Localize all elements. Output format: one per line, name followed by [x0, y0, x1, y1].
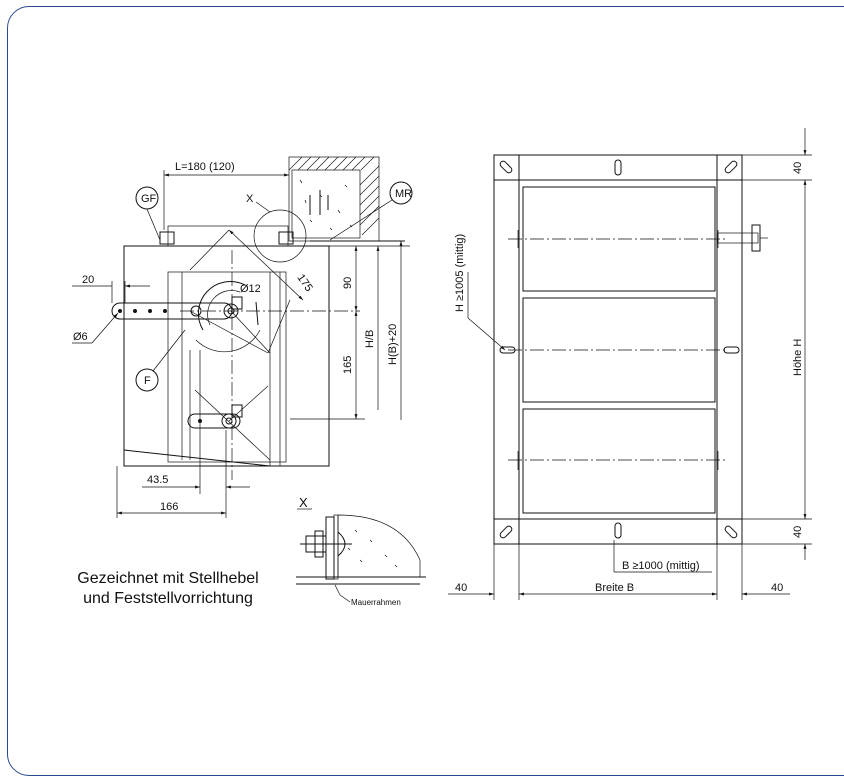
label-mr: MR [395, 188, 412, 200]
dim-90: 90 [342, 277, 354, 289]
detail-x [296, 508, 426, 603]
dim-b-mittig: B ≥1000 (mittig) [622, 560, 700, 572]
dim-165: 165 [342, 356, 354, 374]
wall-hatch [288, 156, 405, 242]
front-view [448, 128, 812, 600]
dim-hb20: H(B)+20 [387, 324, 399, 365]
caption-line-2: und Feststellvorrichtung [83, 590, 253, 607]
drawing-caption: Gezeichnet mit Stellhebel und Feststellv… [48, 569, 288, 609]
dim-40-right: 40 [771, 582, 783, 594]
dim-breite: Breite B [595, 582, 634, 594]
label-x: X [246, 193, 254, 205]
label-f: F [144, 375, 151, 387]
dim-175: 175 [294, 272, 314, 294]
dim-40-left: 40 [455, 582, 467, 594]
dim-h-mittig: H ≥1005 (mittig) [454, 234, 466, 312]
dim-length: L=180 (120) [175, 161, 235, 173]
dim-166: 166 [160, 501, 178, 513]
dim-20: 20 [82, 274, 94, 286]
dim-40-top: 40 [792, 162, 804, 174]
caption-line-1: Gezeichnet mit Stellhebel [77, 570, 259, 587]
dim-d6: Ø6 [73, 331, 88, 343]
detail-x-title: X [299, 495, 308, 510]
label-gf: GF [141, 193, 157, 205]
dim-d12: Ø12 [240, 283, 261, 295]
dim-hb: H/B [364, 330, 376, 348]
dim-40-bottom: 40 [792, 526, 804, 538]
dim-43-5: 43.5 [147, 474, 168, 486]
side-view [72, 156, 413, 518]
dim-hoehe: Höhe H [792, 339, 804, 376]
label-mauerrahmen: Mauerrahmen [351, 598, 401, 607]
